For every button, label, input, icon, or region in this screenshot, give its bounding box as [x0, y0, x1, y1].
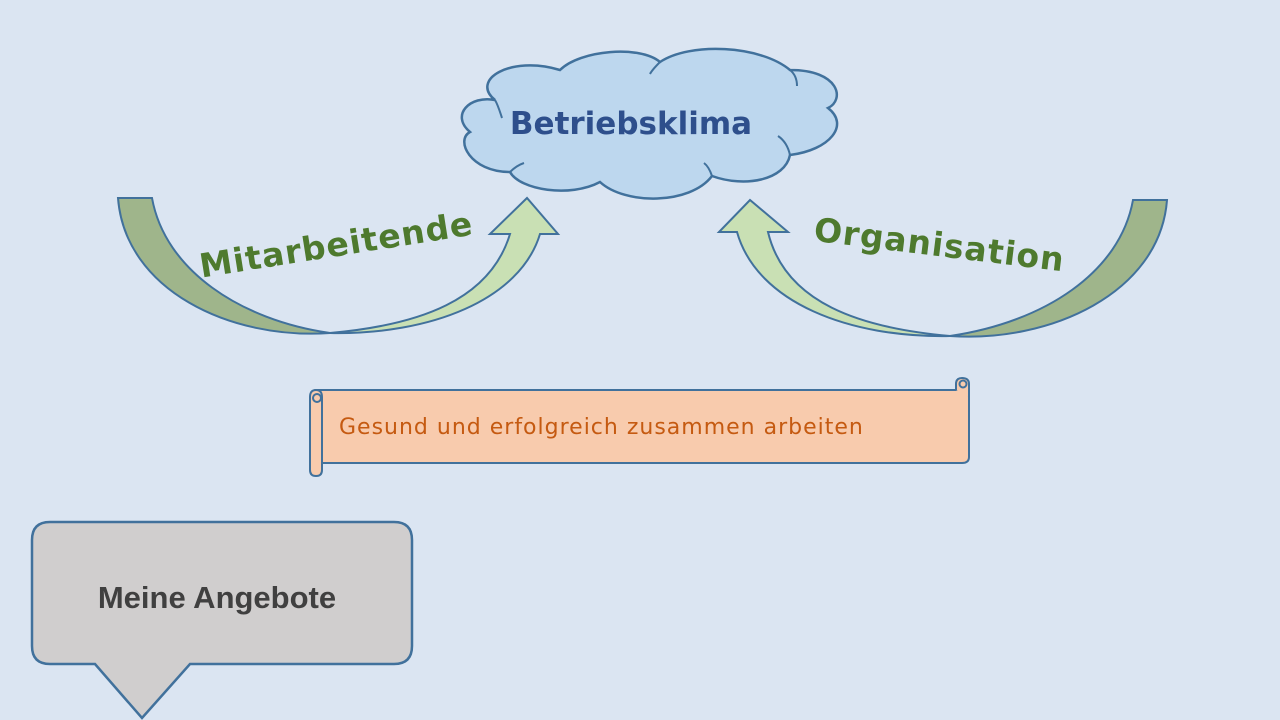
- cloud-label: Betriebsklima: [510, 106, 752, 142]
- left-curved-arrow: Mitarbeitende: [116, 196, 561, 335]
- cloud-inner-curve: [649, 61, 661, 75]
- scroll-banner: Gesund und erfolgreich zusammen arbeiten: [309, 376, 970, 478]
- cloud-shape: Betriebsklima: [460, 47, 839, 200]
- left-arrow-label: Mitarbeitende: [197, 204, 476, 286]
- cloud-inner-curve: [494, 99, 503, 119]
- cloud-inner-curve: [777, 135, 791, 156]
- left-arrow-head: [329, 196, 561, 335]
- cloud-outline: [460, 47, 839, 200]
- banner-label: Gesund und erfolgreich zusammen arbeiten: [339, 415, 864, 440]
- left-arrow-tail: [116, 197, 331, 335]
- right-curved-arrow: Organisation: [716, 198, 1169, 338]
- cloud-inner-curve: [703, 162, 713, 177]
- callout-shape: [30, 520, 414, 720]
- banner-right-curl: [958, 379, 968, 389]
- banner-left-curl: [312, 393, 322, 403]
- callout-label: Meine Angebote: [98, 580, 336, 615]
- cloud-inner-curve: [509, 162, 525, 173]
- right-arrow-label: Organisation: [812, 210, 1067, 279]
- speech-callout: Meine Angebote: [30, 520, 414, 720]
- right-arrow-head: [716, 198, 951, 338]
- cloud-inner-curve: [789, 69, 798, 87]
- banner-left-roll: [309, 388, 323, 478]
